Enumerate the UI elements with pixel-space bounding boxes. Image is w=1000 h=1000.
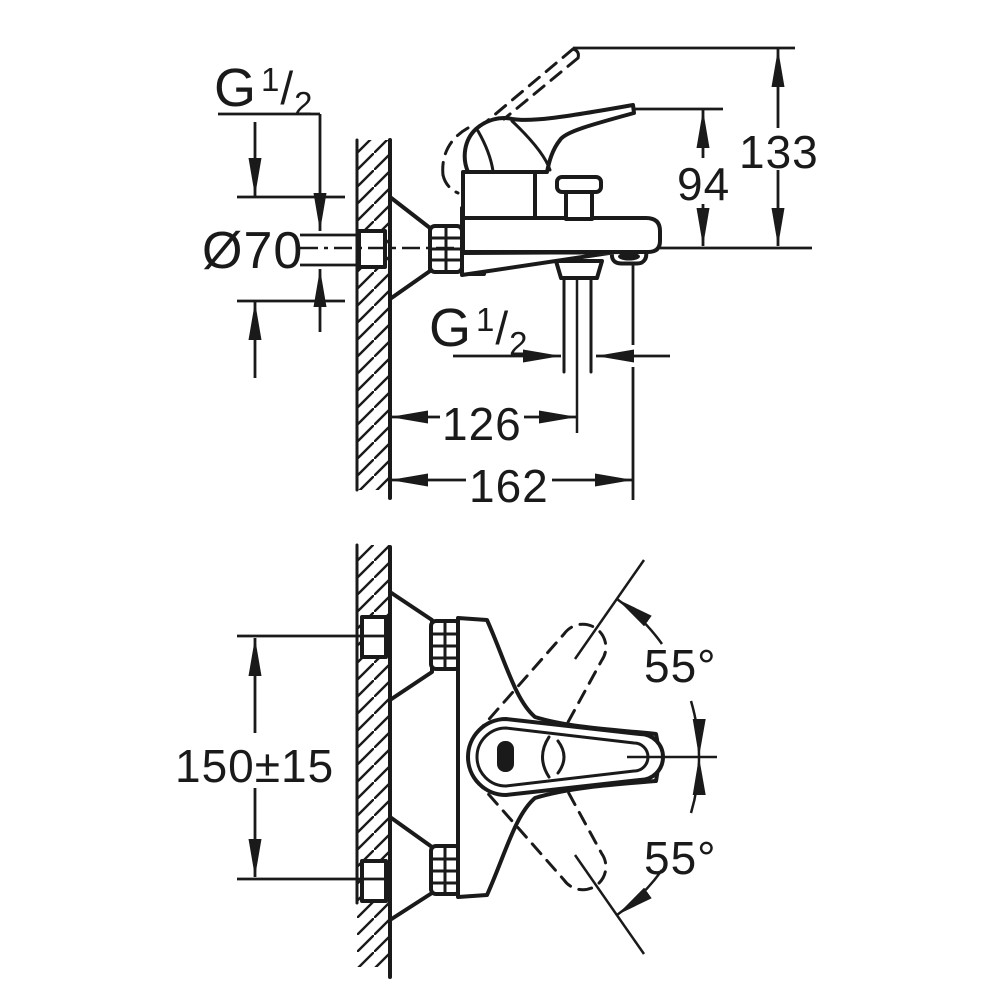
side-view-dimensions [218,46,812,500]
side-view [218,46,812,500]
swing-angle-upper-label: 55° [644,640,717,692]
swing-angle-lower-label: 55° [644,832,717,884]
union-nut-lower [429,844,462,896]
lever-raised-dashed [441,47,580,195]
wall-section [355,138,392,500]
spout-outlet [618,252,640,261]
thread-separator: / [495,302,510,354]
thread-separator: / [280,62,295,114]
escutcheon-upper [388,590,434,702]
diverter-knob [555,175,603,221]
cartridge-housing [461,170,537,220]
mounting-distance-label: 150±15 [175,740,335,792]
handle-height-label: 94 [677,158,731,210]
spout-projection-label: 162 [469,460,549,512]
thread-numerator: 1 [476,301,496,338]
hose-offset-label: 126 [442,398,522,450]
thread-prefix: G [429,298,473,358]
escutcheon-lower [388,815,434,922]
overall-height-label: 133 [739,126,819,178]
thread-denominator: 2 [509,325,529,362]
wall-section-plan [355,543,392,979]
plan-view [237,543,717,979]
thread-numerator: 1 [261,61,281,98]
thread-denominator: 2 [294,85,314,122]
supply-fitting-lower [360,859,388,903]
plan-view-dimensions [237,559,717,955]
union-nut-upper [429,619,462,671]
lever-handle-plan [466,717,665,797]
mixer-body-side [461,216,662,254]
hose-connection [554,259,604,433]
thread-prefix: G [214,58,258,118]
escutcheon-diameter-label: Ø70 [202,222,304,280]
lever-handle-side [462,103,636,174]
